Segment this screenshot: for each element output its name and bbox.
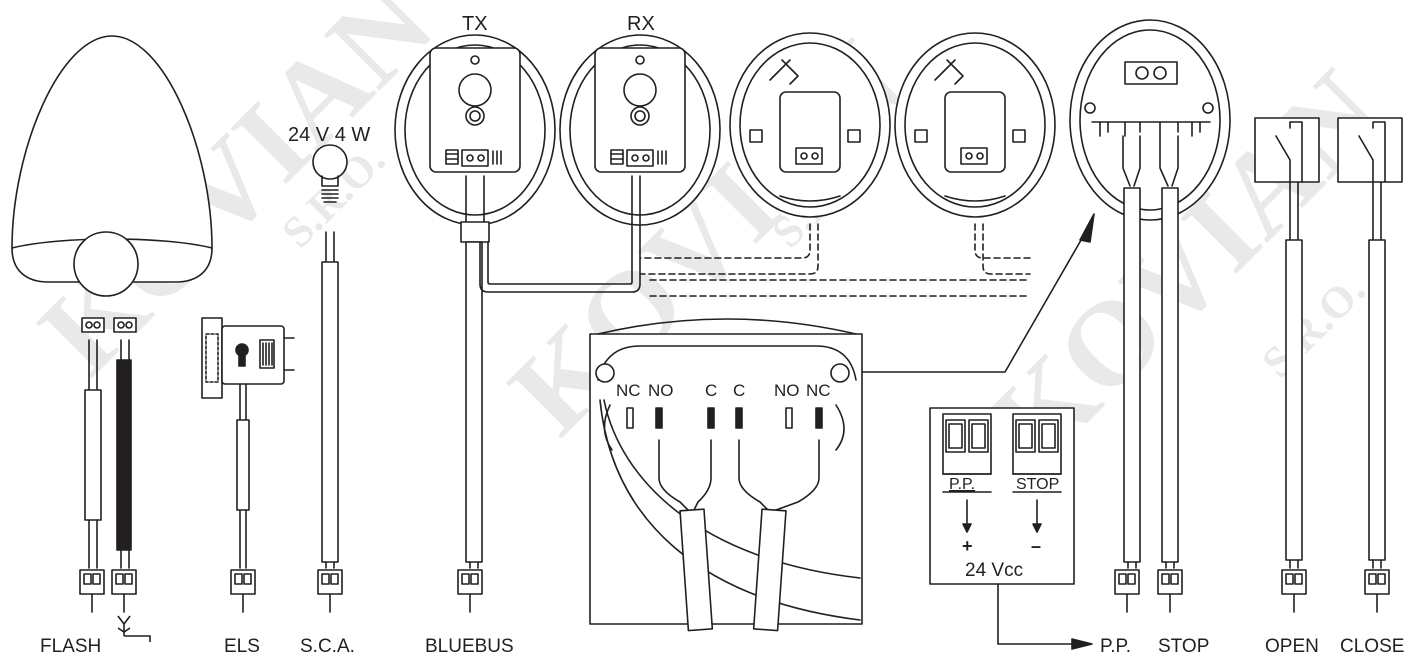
label-sca: S.C.A. (300, 636, 355, 657)
bus-link (479, 175, 641, 293)
photocell-rx (559, 34, 721, 226)
photocell-extra-2 (894, 32, 1056, 218)
control-plus: + (962, 536, 973, 556)
label-pp: P.P. (1100, 636, 1131, 657)
key-selector (201, 317, 295, 613)
photocell-safety (1069, 19, 1231, 221)
switch-open (1254, 117, 1320, 613)
lamp-rating: 24 V 4 W (288, 124, 370, 146)
label-stop: STOP (1158, 636, 1209, 657)
arrow-to-photocell (1079, 213, 1095, 243)
control-pp-label: P.P. (949, 476, 975, 493)
terminal-nc-right: NC (806, 381, 831, 400)
terminal-nc-left: NC (616, 381, 641, 400)
terminal-no-right: NO (774, 381, 800, 400)
control-minus: – (1031, 536, 1041, 556)
label-close: CLOSE (1340, 636, 1404, 657)
label-open: OPEN (1265, 636, 1319, 657)
control-voltage: 24 Vcc (965, 560, 1023, 581)
switch-close (1337, 117, 1403, 613)
terminal-no-left: NO (648, 381, 674, 400)
pp-cable (1114, 135, 1141, 613)
label-flash: FLASH (40, 636, 101, 657)
terminal-detail (589, 227, 1089, 632)
antenna-icon (117, 615, 151, 642)
indicator-lamp (312, 144, 348, 613)
label-bluebus: BLUEBUS (425, 636, 514, 657)
label-els: ELS (224, 636, 260, 657)
photocell-extra-1 (729, 32, 891, 218)
photocell-tx (394, 34, 556, 613)
tx-label: TX (462, 13, 488, 35)
control-block (929, 407, 1093, 650)
terminal-c-left: C (705, 381, 717, 400)
dashed-bus-links (639, 223, 1031, 297)
stop-cable (1157, 135, 1183, 613)
rx-label: RX (627, 13, 655, 35)
flashing-light (11, 35, 213, 613)
control-stop-label: STOP (1016, 476, 1059, 493)
watermark-sub-3: S.R.O. (1252, 265, 1374, 387)
terminal-c-right: C (733, 381, 745, 400)
